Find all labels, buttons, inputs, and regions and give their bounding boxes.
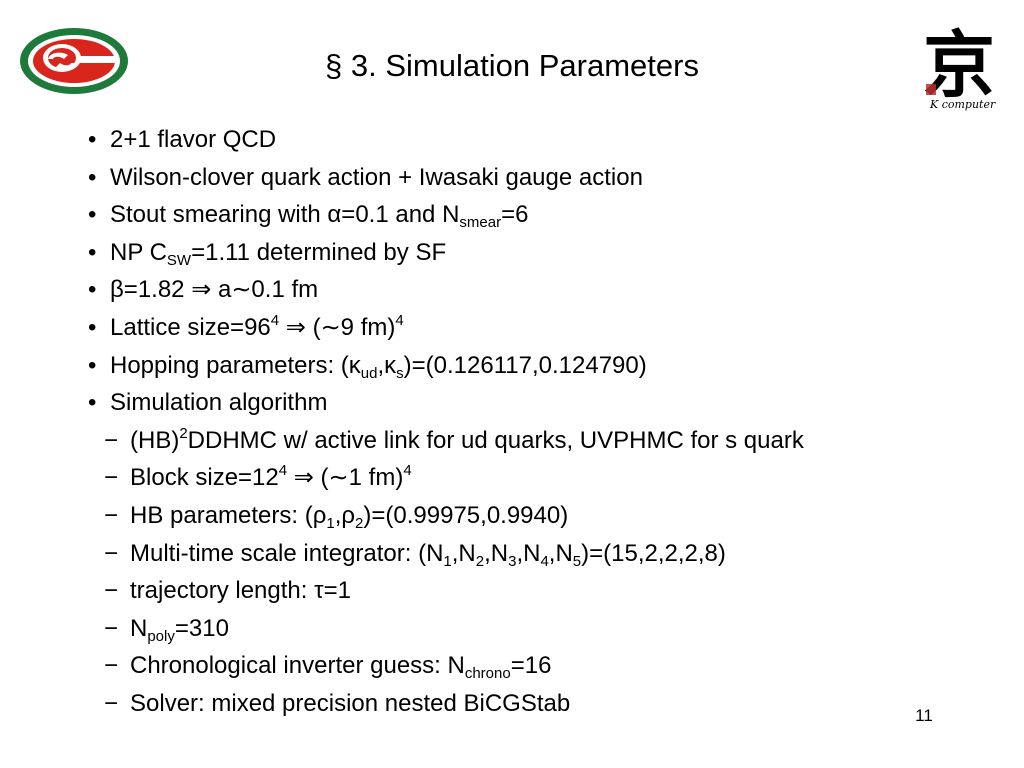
slide-title: § 3. Simulation Parameters bbox=[325, 48, 699, 83]
sub-item: −Chronological inverter guess: Nchrono=1… bbox=[104, 652, 552, 683]
page-number: 11 bbox=[915, 706, 933, 725]
k-computer-logo-icon: 京 bbox=[923, 22, 995, 107]
bullet-item: •Wilson-clover quark action + Iwasaki ga… bbox=[88, 163, 643, 191]
sub-item: −Npoly=310 bbox=[104, 614, 229, 645]
bullet-item: •Lattice size=964 ⇒ (∼9 fm)4 bbox=[88, 311, 404, 341]
logo-left-icon bbox=[20, 28, 128, 94]
bullet-item: •β=1.82 ⇒ a∼0.1 fm bbox=[88, 276, 319, 304]
bullet-item: •2+1 flavor QCD bbox=[88, 126, 277, 153]
k-computer-caption: K computer bbox=[930, 98, 996, 111]
sub-item: −Multi-time scale integrator: (N1,N2,N3,… bbox=[104, 539, 726, 570]
sub-item: −HB parameters: (ρ1,ρ2)=(0.99975,0.9940) bbox=[104, 501, 569, 532]
sub-item: −(HB)2DDHMC w/ active link for ud quarks… bbox=[104, 424, 804, 454]
bullet-item: •Hopping parameters: (κud,κs)=(0.126117,… bbox=[88, 351, 647, 382]
bullet-item: •NP CSW=1.11 determined by SF bbox=[88, 238, 447, 269]
sub-item: −Solver: mixed precision nested BiCGStab bbox=[104, 689, 571, 717]
bullet-item: •Simulation algorithm bbox=[88, 389, 328, 417]
bullet-item: •Stout smearing with α=0.1 and Nsmear=6 bbox=[88, 201, 529, 232]
content-list: •2+1 flavor QCD •Wilson-clover quark act… bbox=[88, 121, 988, 723]
sub-item: −Block size=124 ⇒ (∼1 fm)4 bbox=[104, 462, 412, 492]
sub-item: −trajectory length: τ=1 bbox=[104, 577, 351, 605]
